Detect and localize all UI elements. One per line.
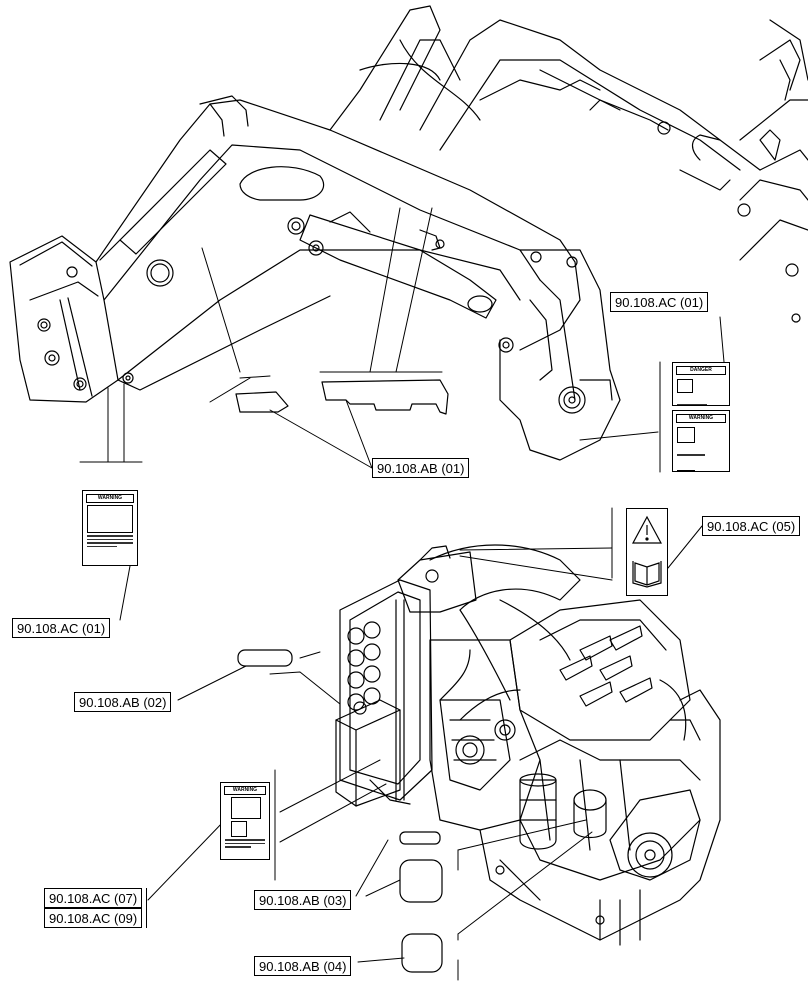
callout-group-bracket xyxy=(146,888,149,928)
warning-triangle-book-icon xyxy=(631,515,663,588)
callout-90-108-ac-01-left[interactable]: 90.108.AC (01) xyxy=(12,618,111,638)
callout-90-108-ac-05[interactable]: 90.108.AC (05) xyxy=(702,516,801,536)
engine-drawing xyxy=(335,544,721,946)
callout-90-108-ac-01-top[interactable]: 90.108.AC (01) xyxy=(610,292,709,312)
loader-arm-drawing xyxy=(9,5,808,461)
callout-90-108-ab-02[interactable]: 90.108.AB (02) xyxy=(74,692,172,712)
warning-decal-left: WARNING xyxy=(82,490,138,566)
decal-header: WARNING xyxy=(676,414,726,423)
leader-lines xyxy=(79,207,725,981)
callout-90-108-ab-04[interactable]: 90.108.AB (04) xyxy=(254,956,352,976)
decal-header: WARNING xyxy=(86,494,134,503)
callout-90-108-ab-03[interactable]: 90.108.AB (03) xyxy=(254,890,352,910)
callout-90-108-ac-09[interactable]: 90.108.AC (09) xyxy=(44,908,143,928)
manual-symbol-decal xyxy=(626,508,668,596)
decal-header: WARNING xyxy=(224,786,266,795)
warning-decal-engine: WARNING xyxy=(220,782,270,860)
callout-90-108-ac-07[interactable]: 90.108.AC (07) xyxy=(44,888,143,908)
warning-decal-top-1: DANGER xyxy=(672,362,730,406)
decal-header: DANGER xyxy=(676,366,726,375)
callout-90-108-ab-01[interactable]: 90.108.AB (01) xyxy=(372,458,470,478)
warning-decal-top-2: WARNING xyxy=(672,410,730,472)
